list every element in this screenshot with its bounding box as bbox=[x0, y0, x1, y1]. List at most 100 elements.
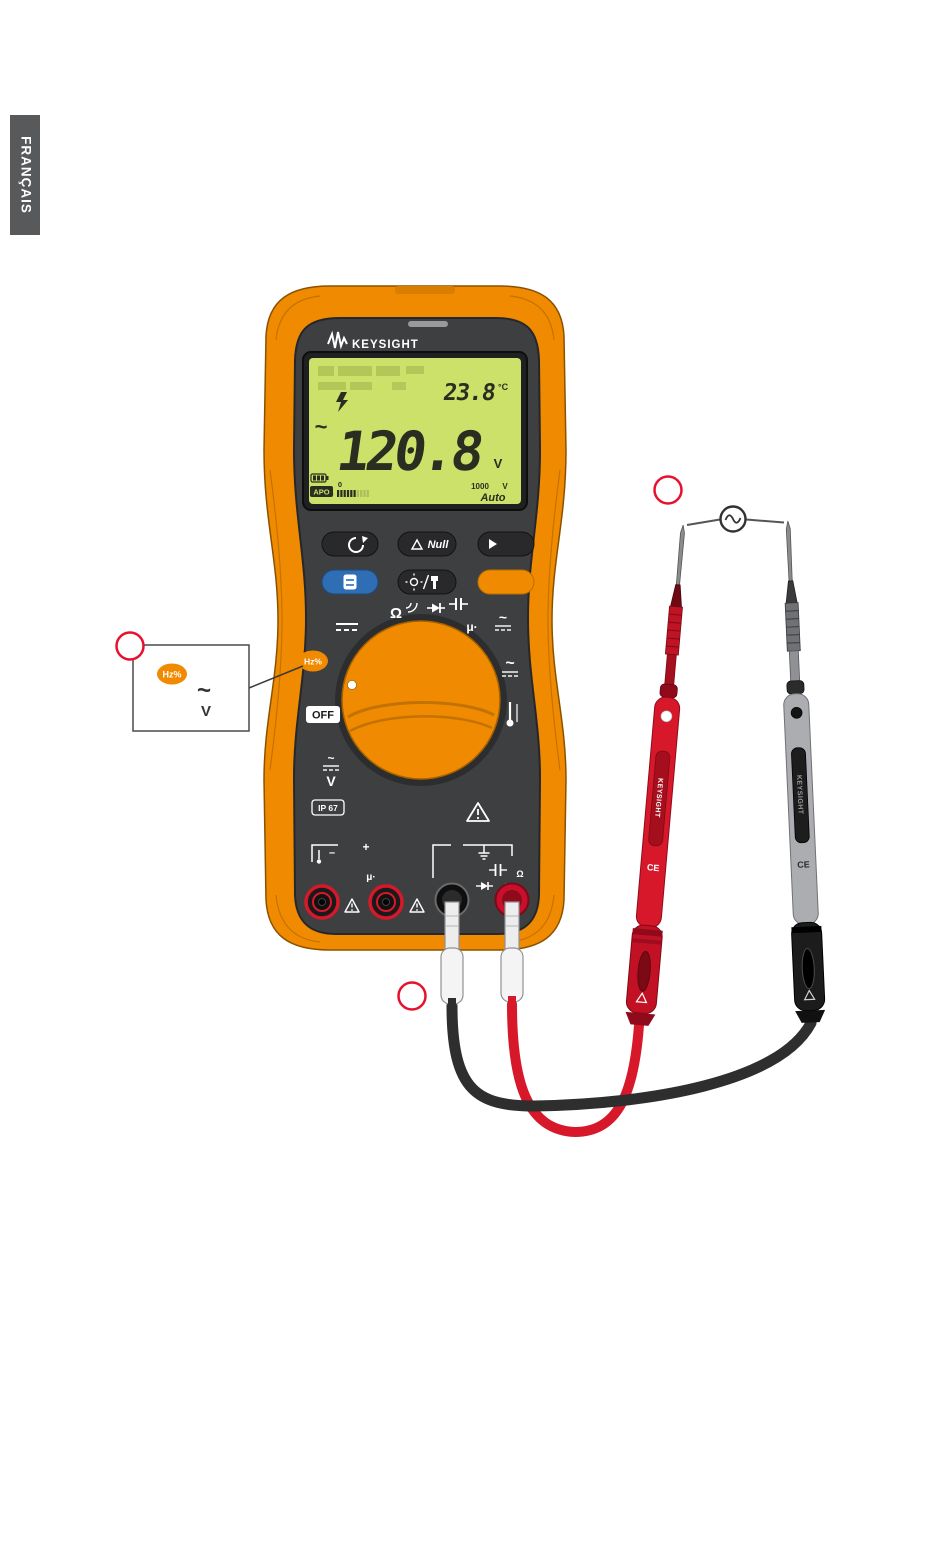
lcd-ac-symbol: ~ bbox=[315, 414, 328, 439]
hang-slot bbox=[408, 321, 448, 327]
jack-temp-input[interactable] bbox=[304, 884, 340, 920]
ac-source bbox=[686, 505, 785, 533]
delta-icon bbox=[410, 538, 424, 550]
probe-thumb-dot bbox=[790, 707, 803, 719]
capacitor-icon bbox=[449, 598, 468, 610]
dial-acv-tilde: ~ bbox=[327, 751, 334, 765]
black-lead-plug bbox=[440, 901, 464, 1005]
ip-badge bbox=[311, 799, 345, 816]
lcd-glass bbox=[309, 358, 521, 504]
warning-triangle-small-icon bbox=[344, 898, 360, 913]
sun-flashlight-icon bbox=[405, 573, 438, 591]
language-tab-label: FRANÇAIS bbox=[19, 136, 34, 214]
thermometer-small-icon bbox=[316, 850, 322, 864]
minus-label: – bbox=[329, 847, 335, 859]
ohm-small-label: Ω bbox=[516, 869, 523, 879]
capacitor-icon bbox=[489, 864, 507, 876]
dc-symbol-icon bbox=[336, 623, 358, 631]
black-test-lead bbox=[446, 1000, 817, 1112]
dial-ac-right-label: ~ bbox=[505, 655, 514, 672]
triangle-mark-icon bbox=[635, 991, 648, 1004]
knob-ridge bbox=[349, 715, 493, 733]
callout-v-label: V bbox=[201, 703, 211, 720]
micro-label: μ· bbox=[366, 872, 375, 883]
jack-bracket bbox=[311, 844, 338, 862]
high-voltage-icon bbox=[336, 392, 348, 412]
lcd-main-value: 120.8 bbox=[333, 420, 486, 483]
dial-hz-label: Hz% bbox=[304, 657, 322, 667]
red-probe: KEYSIGHT CE bbox=[625, 524, 685, 1026]
knob-ridge bbox=[347, 701, 495, 719]
lcd-main-unit: V bbox=[494, 456, 503, 471]
range-max: 1000 bbox=[471, 482, 489, 491]
null-button-label: Null bbox=[428, 539, 450, 551]
apo-label: APO bbox=[313, 488, 329, 497]
probe-tip bbox=[785, 520, 793, 582]
lcd-main: 120.8 bbox=[333, 420, 486, 483]
lcd-bargraph bbox=[337, 490, 369, 497]
continuity-waves-icon bbox=[405, 602, 418, 613]
lcd-display: 23.8 °C ~ 120.8 V APO 0 bbox=[302, 351, 528, 511]
multimeter: KEYSIGHT 23.8 °C ~ bbox=[263, 285, 567, 951]
triangle-right-icon bbox=[489, 539, 497, 549]
bar-zero: 0 bbox=[338, 480, 342, 489]
callout-ac-symbol: ~ bbox=[197, 677, 211, 704]
lcd-temp-unit: °C bbox=[498, 382, 509, 392]
lcd-temp: 23.8 bbox=[441, 380, 496, 406]
language-tab: FRANÇAIS bbox=[10, 115, 40, 235]
cursor-button[interactable] bbox=[477, 531, 535, 557]
ce-mark: CE bbox=[797, 859, 810, 870]
ce-mark: CE bbox=[647, 862, 660, 873]
off-badge bbox=[306, 706, 340, 723]
earth-ground-icon bbox=[478, 845, 490, 860]
lcd-temp-value: 23.8 bbox=[441, 380, 496, 406]
null-button[interactable] bbox=[397, 531, 457, 557]
dial-ohm-label: Ω bbox=[390, 605, 402, 622]
keysight-spark-icon bbox=[327, 330, 348, 350]
diode-icon bbox=[427, 603, 445, 613]
grip-slot bbox=[637, 950, 651, 992]
brand-text: KEYSIGHT bbox=[352, 339, 419, 351]
language-tab-bg bbox=[10, 115, 40, 235]
backlight-button[interactable] bbox=[397, 569, 457, 595]
thermometer-icon bbox=[506, 702, 518, 727]
acdc-lines-icon bbox=[323, 765, 339, 771]
button-panel: Null bbox=[321, 531, 535, 595]
plus-label: + bbox=[362, 840, 369, 854]
dial-micro-label: μ· bbox=[466, 620, 477, 634]
jack-micro-input[interactable] bbox=[368, 884, 404, 920]
dial-off-label: OFF bbox=[312, 710, 334, 722]
dial-v-label: V bbox=[326, 773, 336, 789]
auto-label: Auto bbox=[479, 492, 505, 504]
warning-triangle-icon bbox=[466, 802, 490, 822]
range-unit: V bbox=[502, 482, 508, 491]
lcd-ghost-segments bbox=[318, 366, 424, 390]
hz-percent-oval bbox=[298, 650, 328, 672]
acdc-lines-icon bbox=[502, 671, 518, 677]
source-wire bbox=[745, 518, 785, 524]
callout-2-circle bbox=[397, 981, 427, 1011]
dial-ac-top-label: ~ bbox=[499, 609, 507, 625]
curved-arrow-icon bbox=[348, 537, 364, 553]
apo-badge bbox=[310, 486, 333, 497]
red-lead-plug bbox=[500, 901, 524, 1003]
hz-percent-oval bbox=[157, 663, 187, 685]
module-icon bbox=[343, 574, 357, 590]
orange-function-button[interactable] bbox=[477, 569, 535, 595]
battery-icon bbox=[310, 473, 329, 483]
diode-icon bbox=[476, 882, 493, 890]
probe-brand-text: KEYSIGHT bbox=[795, 775, 804, 815]
dial-markings: Ω bbox=[298, 598, 518, 789]
dial-pointer-dot bbox=[347, 680, 357, 690]
red-test-lead bbox=[507, 999, 644, 1138]
dial-knob[interactable] bbox=[341, 620, 501, 780]
source-wire bbox=[686, 518, 721, 526]
jack-bracket bbox=[463, 844, 513, 856]
probe-thumb-dot bbox=[660, 710, 673, 723]
rotary-dial: Ω bbox=[298, 598, 518, 789]
ip-label: IP 67 bbox=[318, 803, 338, 813]
triangle-mark-icon bbox=[803, 989, 816, 1001]
curved-arrow-head-icon bbox=[362, 536, 368, 543]
holster-top-notch bbox=[395, 286, 455, 294]
callout-hz-label: Hz% bbox=[162, 670, 181, 680]
